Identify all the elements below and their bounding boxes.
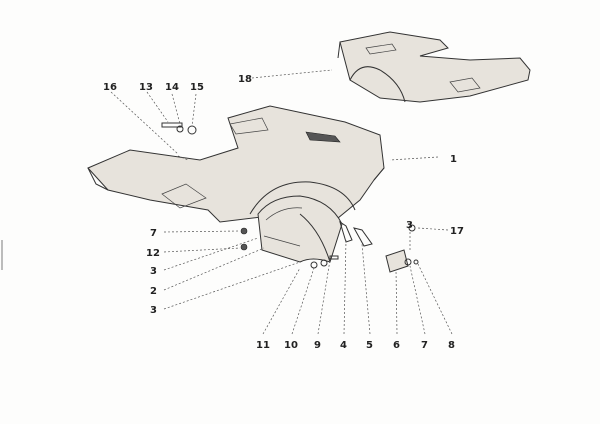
callout-14: 14 [165, 82, 179, 93]
support-brackets [339, 220, 373, 247]
callout-3b: 3 [150, 305, 157, 316]
leader-lines [110, 69, 453, 335]
callout-12: 12 [146, 248, 160, 259]
callout-6: 6 [393, 340, 400, 351]
callout-18: 18 [238, 74, 252, 85]
callout-9: 9 [314, 340, 321, 351]
callout-7a: 7 [150, 228, 157, 239]
callout-11: 11 [256, 340, 270, 351]
callout-13: 13 [139, 82, 153, 93]
callout-7b: 7 [421, 340, 428, 351]
callout-17: 17 [450, 226, 464, 237]
rear-panel-assembly [337, 31, 531, 103]
callout-labels: 1 18 16 13 14 15 7 12 3 2 3 11 10 9 4 5 … [103, 74, 464, 351]
callout-16: 16 [103, 82, 117, 93]
fasteners [161, 122, 419, 269]
callout-1: 1 [450, 154, 457, 165]
callout-4: 4 [340, 340, 347, 351]
callout-10: 10 [284, 340, 298, 351]
callout-3a: 3 [150, 266, 157, 277]
main-fender-panel [87, 105, 385, 223]
callout-8: 8 [448, 340, 455, 351]
callout-5: 5 [366, 340, 373, 351]
callout-3c: 3 [406, 220, 413, 231]
cover-plate [385, 249, 409, 273]
callout-2: 2 [150, 286, 157, 297]
callout-15: 15 [190, 82, 204, 93]
wheel-arch-liner [257, 195, 343, 263]
